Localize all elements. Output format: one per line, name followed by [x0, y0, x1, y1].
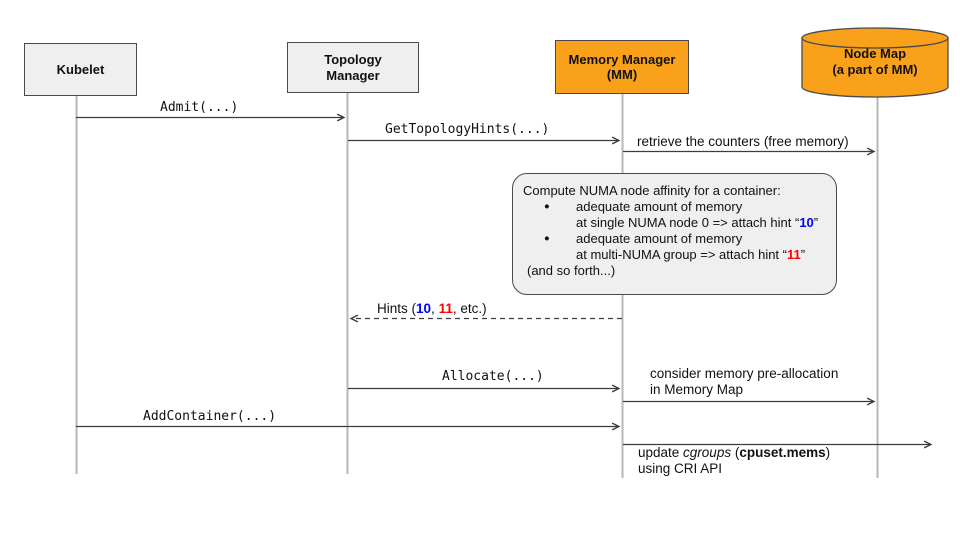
update-cgroups-line2: using CRI API: [638, 460, 723, 476]
consider-line1: consider memory pre-allocation: [650, 366, 839, 381]
actor-memory-manager: Memory Manager (MM): [555, 40, 689, 94]
message-update-cgroups-label: update cgroups (cpuset.mems) using CRI A…: [638, 445, 830, 476]
note-bullet2: ● adequate amount of memory at multi-NUM…: [523, 231, 826, 263]
update-cpuset-mems: cpuset.mems: [739, 445, 826, 460]
actor-kubelet: Kubelet: [24, 43, 137, 96]
message-consider-label: consider memory pre-allocation in Memory…: [650, 366, 838, 397]
message-get-topology-hints-label: GetTopologyHints(...): [385, 122, 550, 137]
note-bullet2-line1: adequate amount of memory: [576, 231, 743, 246]
actor-memory-manager-label-line2: (MM): [606, 67, 638, 82]
note-footer: (and so forth...): [527, 263, 616, 278]
numa-affinity-note: Compute NUMA node affinity for a contain…: [512, 173, 837, 295]
consider-line2: in Memory Map: [650, 381, 744, 397]
update-mid: (: [731, 445, 740, 460]
actor-topology-manager-label-line1: Topology: [324, 52, 382, 67]
note-b2-post: ”: [800, 247, 806, 262]
actor-node-map-label-line2: (a part of MM): [832, 61, 918, 77]
actor-node-map-label-line1: Node Map: [843, 46, 907, 61]
actor-kubelet-label: Kubelet: [56, 61, 105, 77]
note-b2-hint-11: 11: [786, 247, 801, 262]
update-cgroups-word: cgroups: [683, 445, 732, 460]
note-bullet1-text: adequate amount of memory at single NUMA…: [576, 199, 818, 231]
message-retrieve-counters-label: retrieve the counters (free memory): [637, 134, 849, 149]
note-bullet1-line2: at single NUMA node 0 => attach hint “10…: [576, 215, 818, 231]
note-bullet2-text: adequate amount of memory at multi-NUMA …: [576, 231, 805, 263]
hints-prefix: Hints (: [377, 301, 417, 316]
note-b1-post: ”: [813, 215, 819, 230]
update-pre: update: [638, 445, 684, 460]
message-hints-label: Hints (10, 11, etc.): [377, 301, 487, 317]
hints-value-10: 10: [416, 301, 432, 316]
bullet-icon: ●: [544, 201, 550, 212]
actor-topology-manager-label-line2: Manager: [326, 67, 380, 83]
note-bullet2-line2: at multi-NUMA group => attach hint “11”: [576, 247, 805, 263]
note-b1-pre: at single NUMA node 0 => attach hint “: [576, 215, 800, 230]
message-allocate-label: Allocate(...): [442, 369, 544, 384]
note-bullet1-line1: adequate amount of memory: [576, 199, 743, 214]
actor-topology-manager: Topology Manager: [287, 42, 419, 93]
note-b1-hint-10: 10: [799, 215, 814, 230]
note-b2-pre: at multi-NUMA group => attach hint “: [576, 247, 787, 262]
hints-value-11: 11: [438, 301, 453, 316]
actor-node-map-label: Node Map (a part of MM): [802, 46, 948, 77]
actor-memory-manager-label-line1: Memory Manager: [568, 51, 676, 67]
bullet-icon: ●: [544, 233, 550, 244]
note-title: Compute NUMA node affinity for a contain…: [523, 183, 781, 198]
update-cgroups-line1: update cgroups (cpuset.mems): [638, 445, 830, 461]
note-bullet1: ● adequate amount of memory at single NU…: [523, 199, 826, 231]
update-post: ): [825, 445, 831, 460]
hints-comma: ,: [431, 301, 439, 316]
message-add-container-label: AddContainer(...): [143, 409, 277, 424]
message-admit-label: Admit(...): [160, 100, 239, 115]
hints-suffix: , etc.): [452, 301, 487, 316]
node-map-cylinder: [801, 27, 949, 98]
